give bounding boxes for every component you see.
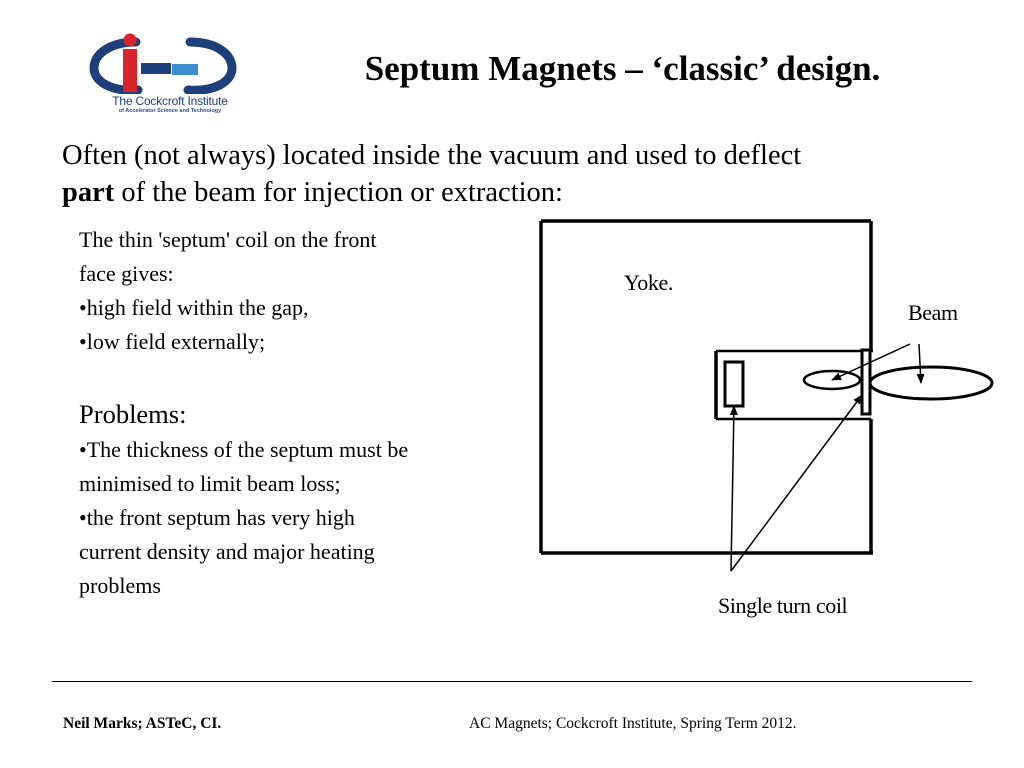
footer-divider [52, 681, 972, 682]
beam-label: Beam [908, 300, 958, 325]
slide-title: Septum Magnets – ‘classic’ design. [364, 49, 881, 88]
problems-line: •the front septum has very high [79, 505, 355, 530]
logo-emblem-icon [89, 33, 237, 94]
intro-line-1: Often (not always) located inside the va… [62, 140, 802, 171]
beam-inside-ellipse [802, 369, 862, 391]
coil-arrow-septum [730, 394, 863, 572]
description-line: •high field within the gap, [79, 295, 309, 320]
problems-line: minimised to limit beam loss; [79, 471, 341, 496]
back-coil [723, 360, 745, 408]
description-line: face gives: [79, 261, 174, 286]
logo-subtitle: of Accelerator Science and Technology [118, 108, 222, 114]
yoke-label: Yoke. [624, 270, 673, 295]
institute-logo: The Cockcroft Institute of Accelerator S… [88, 30, 248, 118]
intro-paragraph: Often (not always) located inside the va… [62, 137, 962, 211]
intro-line-2-rest: of the beam for injection or extraction: [114, 177, 563, 208]
coil-label: Single turn coil [718, 593, 848, 618]
yoke-outline [539, 219, 873, 555]
logo-name: The Cockcroft Institute [112, 94, 228, 108]
intro-line-2: part of the beam for injection or extrac… [62, 174, 962, 211]
problems-heading: Problems: [79, 399, 187, 429]
problems-line: problems [79, 573, 161, 598]
problems-line: current density and major heating [79, 539, 375, 564]
description-line: •low field externally; [79, 329, 266, 354]
beam-outside-ellipse [868, 365, 994, 401]
coil-arrow-back [729, 405, 738, 572]
magnet-gap [714, 349, 873, 421]
problems-line: •The thickness of the septum must be [79, 437, 409, 462]
beam-arrow-outer [916, 343, 925, 384]
footer-author: Neil Marks; ASTeC, CI. [63, 715, 222, 732]
intro-bold-word: part [62, 177, 115, 208]
description-line: The thin 'septum' coil on the front [79, 227, 377, 252]
septum-description: The thin 'septum' coil on the front face… [79, 223, 519, 359]
beam-arrow-inner [831, 343, 911, 381]
footer-course: AC Magnets; Cockcroft Institute, Spring … [469, 715, 797, 732]
problems-list: •The thickness of the septum must be min… [79, 433, 519, 603]
